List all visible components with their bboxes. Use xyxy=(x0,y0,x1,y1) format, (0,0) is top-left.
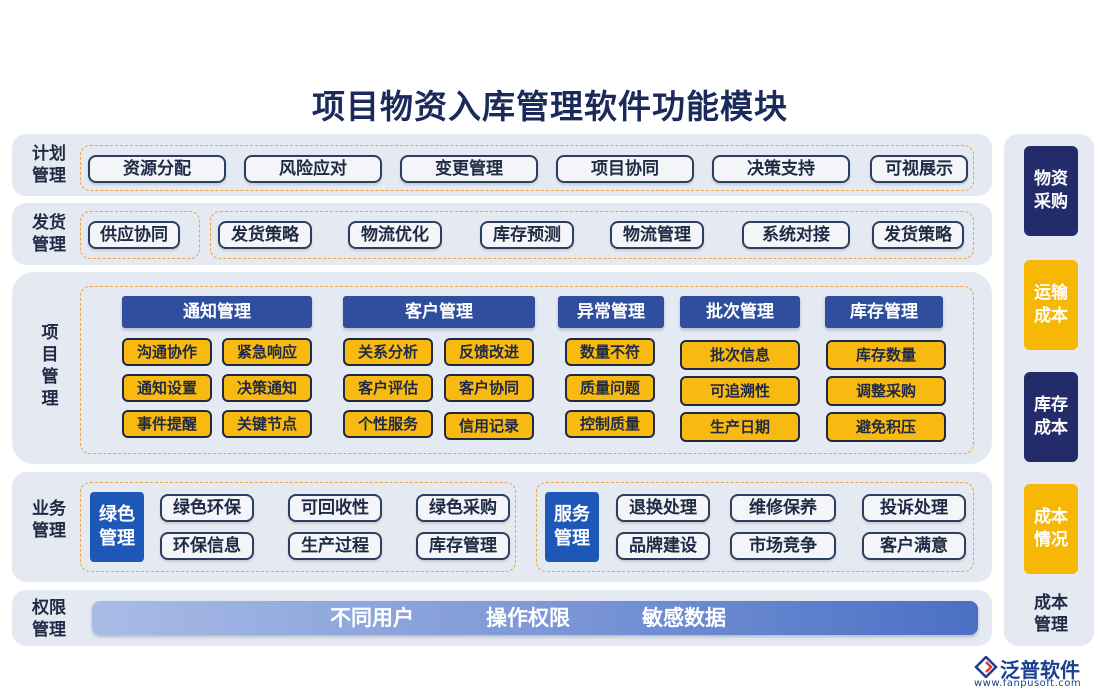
batch-group-title: 批次管理 xyxy=(680,296,800,328)
exception-item-1[interactable]: 数量不符 xyxy=(565,338,655,366)
brand-logo: 泛普软件 www.fanpusoft.com xyxy=(974,654,1094,694)
brand-mark-icon xyxy=(974,656,998,678)
notify-item-1[interactable]: 沟通协作 xyxy=(122,338,212,366)
batch-item-2[interactable]: 可追溯性 xyxy=(680,376,800,406)
green-item-6[interactable]: 库存管理 xyxy=(416,532,510,560)
notify-item-3[interactable]: 通知设置 xyxy=(122,374,212,402)
green-item-3[interactable]: 绿色采购 xyxy=(416,494,510,522)
green-item-5[interactable]: 生产过程 xyxy=(288,532,382,560)
exception-item-3[interactable]: 控制质量 xyxy=(565,410,655,438)
ship-item-1[interactable]: 发货策略 xyxy=(218,221,312,249)
ship-left-dashed-box xyxy=(80,211,200,259)
green-dashed-box xyxy=(80,482,516,572)
cost-card-inventory[interactable]: 库存 成本 xyxy=(1024,372,1078,462)
customer-item-5[interactable]: 个性服务 xyxy=(343,410,433,438)
service-item-3[interactable]: 投诉处理 xyxy=(862,494,966,522)
cost-card-transport[interactable]: 运输 成本 xyxy=(1024,260,1078,350)
customer-group-title: 客户管理 xyxy=(343,296,535,328)
plan-item-3[interactable]: 变更管理 xyxy=(400,155,538,183)
ship-item-3[interactable]: 库存预测 xyxy=(480,221,574,249)
inventory-group-title: 库存管理 xyxy=(825,296,943,328)
notify-group-title: 通知管理 xyxy=(122,296,312,328)
business-row-panel xyxy=(12,472,992,582)
cost-sidebar-label: 成本 管理 xyxy=(1034,593,1068,635)
cost-card-status[interactable]: 成本 情况 xyxy=(1024,484,1078,574)
ship-item-6[interactable]: 发货策略 xyxy=(872,221,964,249)
permission-row-label: 权限 管理 xyxy=(32,598,66,640)
permission-item-3[interactable]: 敏感数据 xyxy=(642,606,726,630)
customer-item-2[interactable]: 反馈改进 xyxy=(444,338,534,366)
notify-item-5[interactable]: 事件提醒 xyxy=(122,410,212,438)
ship-row-label: 发货 管理 xyxy=(32,213,66,255)
plan-item-1[interactable]: 资源分配 xyxy=(88,155,226,183)
cost-card-material-purchase[interactable]: 物资 采购 xyxy=(1024,146,1078,236)
service-item-5[interactable]: 市场竞争 xyxy=(730,532,836,560)
plan-item-5[interactable]: 决策支持 xyxy=(712,155,850,183)
service-item-1[interactable]: 退换处理 xyxy=(616,494,710,522)
project-dashed-box xyxy=(80,286,974,454)
ship-item-5[interactable]: 系统对接 xyxy=(742,221,850,249)
service-mgmt-tag: 服务 管理 xyxy=(545,492,599,562)
notify-item-4[interactable]: 决策通知 xyxy=(222,374,312,402)
ship-item-2[interactable]: 物流优化 xyxy=(348,221,442,249)
watermark xyxy=(622,400,682,418)
permission-bar: 不同用户 操作权限 敏感数据 xyxy=(92,601,978,635)
business-row-label: 业务 管理 xyxy=(32,499,66,541)
page-title: 项目物资入库管理软件功能模块 xyxy=(312,87,788,126)
batch-item-3[interactable]: 生产日期 xyxy=(680,412,800,442)
notify-item-2[interactable]: 紧急响应 xyxy=(222,338,312,366)
project-row-label: 项 目 管 理 xyxy=(41,323,59,409)
customer-item-1[interactable]: 关系分析 xyxy=(343,338,433,366)
green-mgmt-tag: 绿色 管理 xyxy=(90,492,144,562)
brand-name: 泛普软件 xyxy=(1000,658,1080,682)
notify-item-6[interactable]: 关键节点 xyxy=(222,410,312,438)
permission-item-2[interactable]: 操作权限 xyxy=(486,606,570,630)
service-dashed-box xyxy=(536,482,974,572)
permission-item-1[interactable]: 不同用户 xyxy=(330,606,414,630)
service-item-4[interactable]: 品牌建设 xyxy=(616,532,710,560)
service-item-2[interactable]: 维修保养 xyxy=(730,494,836,522)
ship-item-supply[interactable]: 供应协同 xyxy=(88,221,180,249)
plan-item-6[interactable]: 可视展示 xyxy=(870,155,968,183)
green-item-1[interactable]: 绿色环保 xyxy=(160,494,254,522)
brand-url: www.fanpusoft.com xyxy=(974,678,1082,689)
customer-item-3[interactable]: 客户评估 xyxy=(343,374,433,402)
exception-item-2[interactable]: 质量问题 xyxy=(565,374,655,402)
exception-group-title: 异常管理 xyxy=(558,296,664,328)
service-item-6[interactable]: 客户满意 xyxy=(862,532,966,560)
green-item-2[interactable]: 可回收性 xyxy=(288,494,382,522)
ship-item-4[interactable]: 物流管理 xyxy=(610,221,704,249)
plan-item-4[interactable]: 项目协同 xyxy=(556,155,694,183)
plan-row-label: 计划 管理 xyxy=(32,144,66,186)
plan-dashed-box xyxy=(80,145,974,191)
green-item-4[interactable]: 环保信息 xyxy=(160,532,254,560)
inventory-item-3[interactable]: 避免积压 xyxy=(826,412,946,442)
plan-item-2[interactable]: 风险应对 xyxy=(244,155,382,183)
inventory-item-2[interactable]: 调整采购 xyxy=(826,376,946,406)
batch-item-1[interactable]: 批次信息 xyxy=(680,340,800,370)
customer-item-4[interactable]: 客户协同 xyxy=(444,374,534,402)
customer-item-6[interactable]: 信用记录 xyxy=(444,412,534,440)
ship-right-dashed-box xyxy=(210,211,974,259)
inventory-item-1[interactable]: 库存数量 xyxy=(826,340,946,370)
